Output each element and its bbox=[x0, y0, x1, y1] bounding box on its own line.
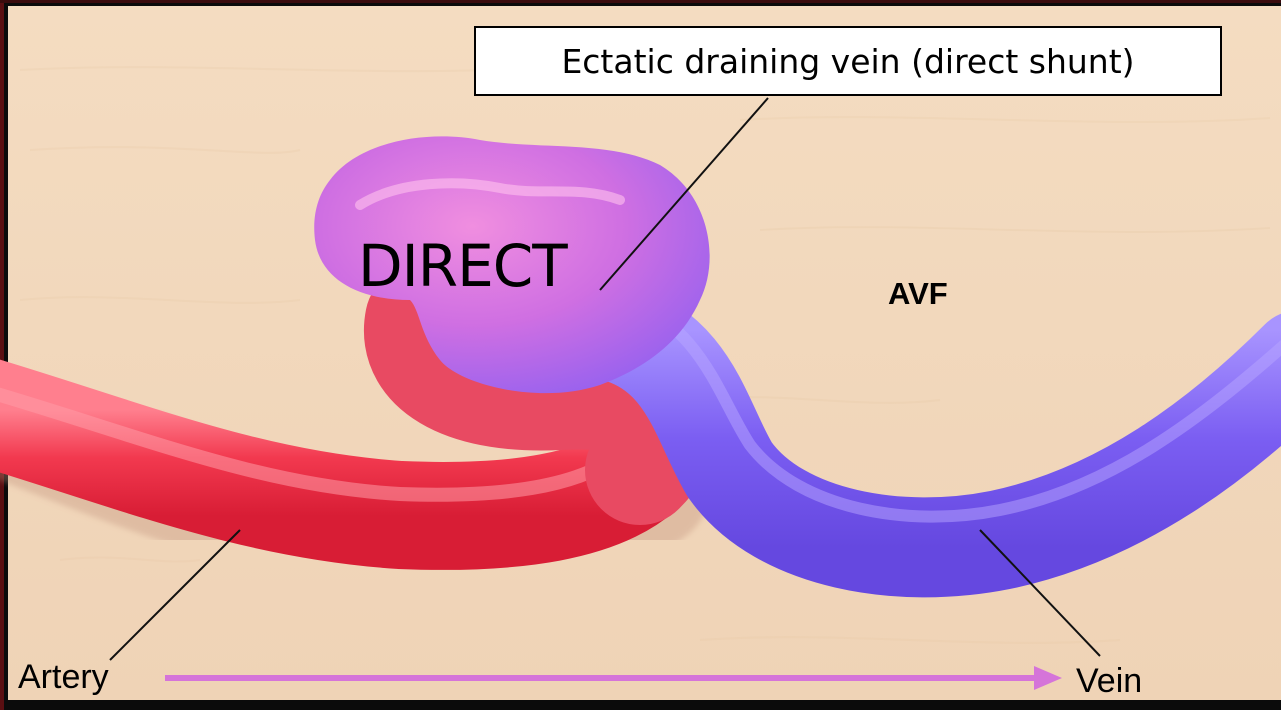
direct-type-label: DIRECT bbox=[358, 232, 567, 300]
callout-label: Ectatic draining vein (direct shunt) bbox=[474, 26, 1222, 96]
vein-label: Vein bbox=[1076, 662, 1142, 701]
artery-label: Artery bbox=[18, 658, 109, 697]
avf-label: AVF bbox=[888, 276, 948, 312]
